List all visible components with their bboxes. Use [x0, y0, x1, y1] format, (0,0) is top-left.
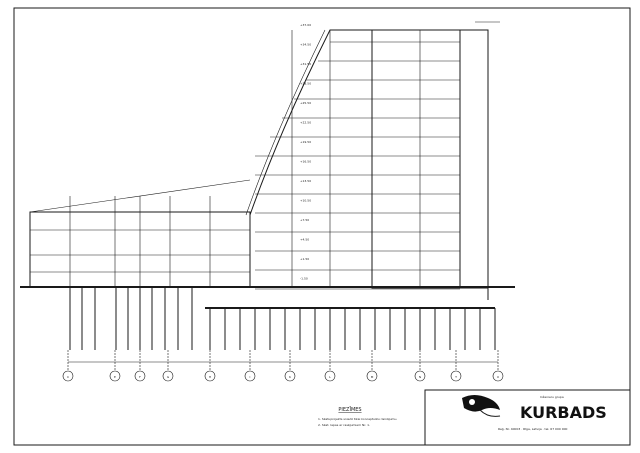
axis-bubble [62, 370, 74, 382]
axis-label: G [167, 375, 170, 379]
axis-label: C [67, 375, 69, 379]
axis-label: L [329, 375, 331, 379]
title-block: Inženieru grupa KURBADS Reģ. Nr. 40003 ·… [424, 389, 631, 446]
level-mark: +4.50 [300, 238, 309, 242]
axis-bubble [134, 370, 146, 382]
axis-bubble [450, 370, 462, 382]
axis-label: E [114, 375, 116, 379]
level-mark: +22.50 [300, 121, 311, 125]
axis-label: F [139, 375, 141, 379]
level-marks: +37.00 +34.50 +31.50 +28.50 +25.50 +22.50 +19.… [300, 23, 311, 281]
axis-bubble [109, 370, 121, 382]
axis-label: T [454, 375, 457, 379]
level-mark: +16.50 [300, 160, 311, 164]
company-name: KURBADS [520, 403, 607, 422]
sloped-facade [245, 29, 373, 288]
level-mark: +31.50 [300, 62, 311, 66]
axis-bubble [414, 370, 426, 382]
axis-label: U [497, 375, 499, 379]
axis-bubble [162, 370, 174, 382]
company-details: Reģ. Nr. 40003 · Rīga, Latvija · tel. 67… [498, 427, 568, 431]
tower-block [371, 21, 500, 300]
axis-label: H [209, 375, 211, 379]
axis-bubble [492, 370, 504, 382]
level-mark: +13.50 [300, 179, 311, 183]
axis-label: N [419, 375, 421, 379]
piles [69, 287, 496, 350]
level-mark: +10.50 [300, 199, 311, 203]
company-logo-icon [462, 395, 501, 417]
level-mark: +19.50 [300, 140, 311, 144]
notes-heading: PIEZĪMES [338, 406, 361, 413]
axis-bubble [204, 370, 216, 382]
note-1: 1. Skatuprojekts sniedz tikai konceptuāl… [318, 417, 397, 421]
axis-label: M [371, 375, 374, 379]
level-mark: +25.50 [300, 101, 311, 105]
level-mark: -1.50 [300, 277, 308, 281]
level-mark: +1.50 [300, 257, 309, 261]
axis-bubble [244, 370, 256, 382]
level-mark: +37.00 [300, 23, 311, 27]
axis-label: I [250, 375, 251, 379]
axis-bubble [324, 370, 336, 382]
axis-bubble [284, 370, 296, 382]
company-group-label: Inženieru grupa [540, 395, 564, 399]
note-2: 2. Skat. lapas ar rasējumiem Nr. 1. [318, 423, 370, 427]
level-mark: +7.50 [300, 218, 309, 222]
axis-label: K [289, 375, 292, 379]
sheet-frame [13, 7, 631, 446]
level-mark: +28.50 [300, 82, 311, 86]
level-mark: +34.50 [300, 43, 311, 47]
floor-lines [69, 30, 460, 290]
axis-bubble [366, 370, 378, 382]
